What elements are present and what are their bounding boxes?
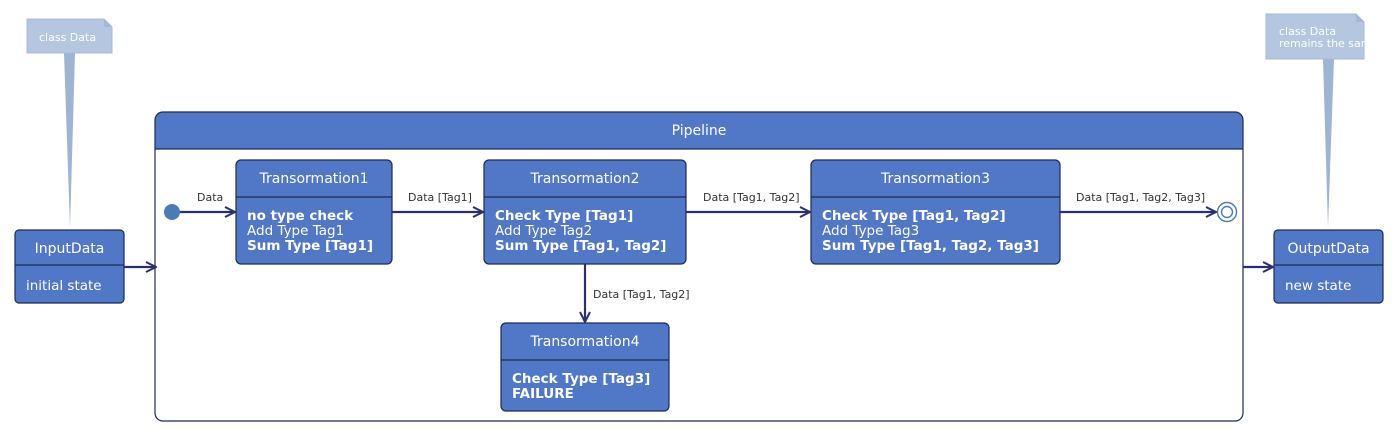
label-t3-to-end: Data [Tag1, Tag2, Tag3]	[1076, 191, 1205, 204]
end-node	[1216, 201, 1238, 223]
input-data-state: InputData initial state	[14, 229, 125, 304]
transformation2-line-3: Sum Type [Tag1, Tag2]	[495, 238, 666, 254]
transformation3-title: Transormation3	[880, 171, 990, 187]
transformation2-title: Transormation2	[529, 171, 639, 187]
output-note-line-2: remains the same	[1279, 37, 1378, 50]
label-t2-to-t4: Data [Tag1, Tag2]	[593, 288, 690, 301]
transformation1-line-3: Sum Type [Tag1]	[247, 238, 373, 254]
label-t2-to-t3: Data [Tag1, Tag2]	[703, 191, 800, 204]
transformation2-line-2: Add Type Tag2	[495, 223, 592, 239]
transformation3-line-2: Add Type Tag3	[822, 223, 919, 239]
label-start-to-t1: Data	[197, 191, 223, 204]
start-node	[164, 204, 180, 220]
transformation3-line-1: Check Type [Tag1, Tag2]	[822, 208, 1006, 224]
input-data-body: initial state	[26, 278, 102, 294]
transformation4-title: Transormation4	[529, 334, 639, 350]
input-note-text: class Data	[39, 31, 96, 44]
output-note-line-1: class Data	[1279, 25, 1336, 38]
transformation1-title: Transormation1	[258, 171, 368, 187]
transformation3-line-3: Sum Type [Tag1, Tag2, Tag3]	[822, 238, 1039, 254]
pipeline-composite: Pipeline	[154, 111, 1244, 422]
transformation4-state: Transormation4 Check Type [Tag3] FAILURE	[500, 322, 670, 412]
output-data-state: OutputData new state	[1273, 229, 1384, 304]
output-data-body: new state	[1285, 278, 1351, 294]
transformation1-line-1: no type check	[247, 208, 354, 224]
transformation2-state: Transormation2 Check Type [Tag1] Add Typ…	[483, 159, 687, 265]
transformation2-line-1: Check Type [Tag1]	[495, 208, 633, 224]
input-note: class Data	[26, 18, 113, 228]
transformation1-line-2: Add Type Tag1	[247, 223, 344, 239]
output-data-title: OutputData	[1287, 241, 1369, 257]
transformation1-state: Transormation1 no type check Add Type Ta…	[235, 159, 393, 265]
pipeline-title: Pipeline	[672, 123, 727, 139]
output-note: class Data remains the same	[1265, 13, 1378, 228]
label-t1-to-t2: Data [Tag1]	[408, 191, 472, 204]
input-data-title: InputData	[35, 241, 105, 257]
transformation4-line-2: FAILURE	[512, 386, 574, 402]
transformation4-line-1: Check Type [Tag3]	[512, 371, 650, 387]
transformation3-state: Transormation3 Check Type [Tag1, Tag2] A…	[810, 159, 1061, 265]
